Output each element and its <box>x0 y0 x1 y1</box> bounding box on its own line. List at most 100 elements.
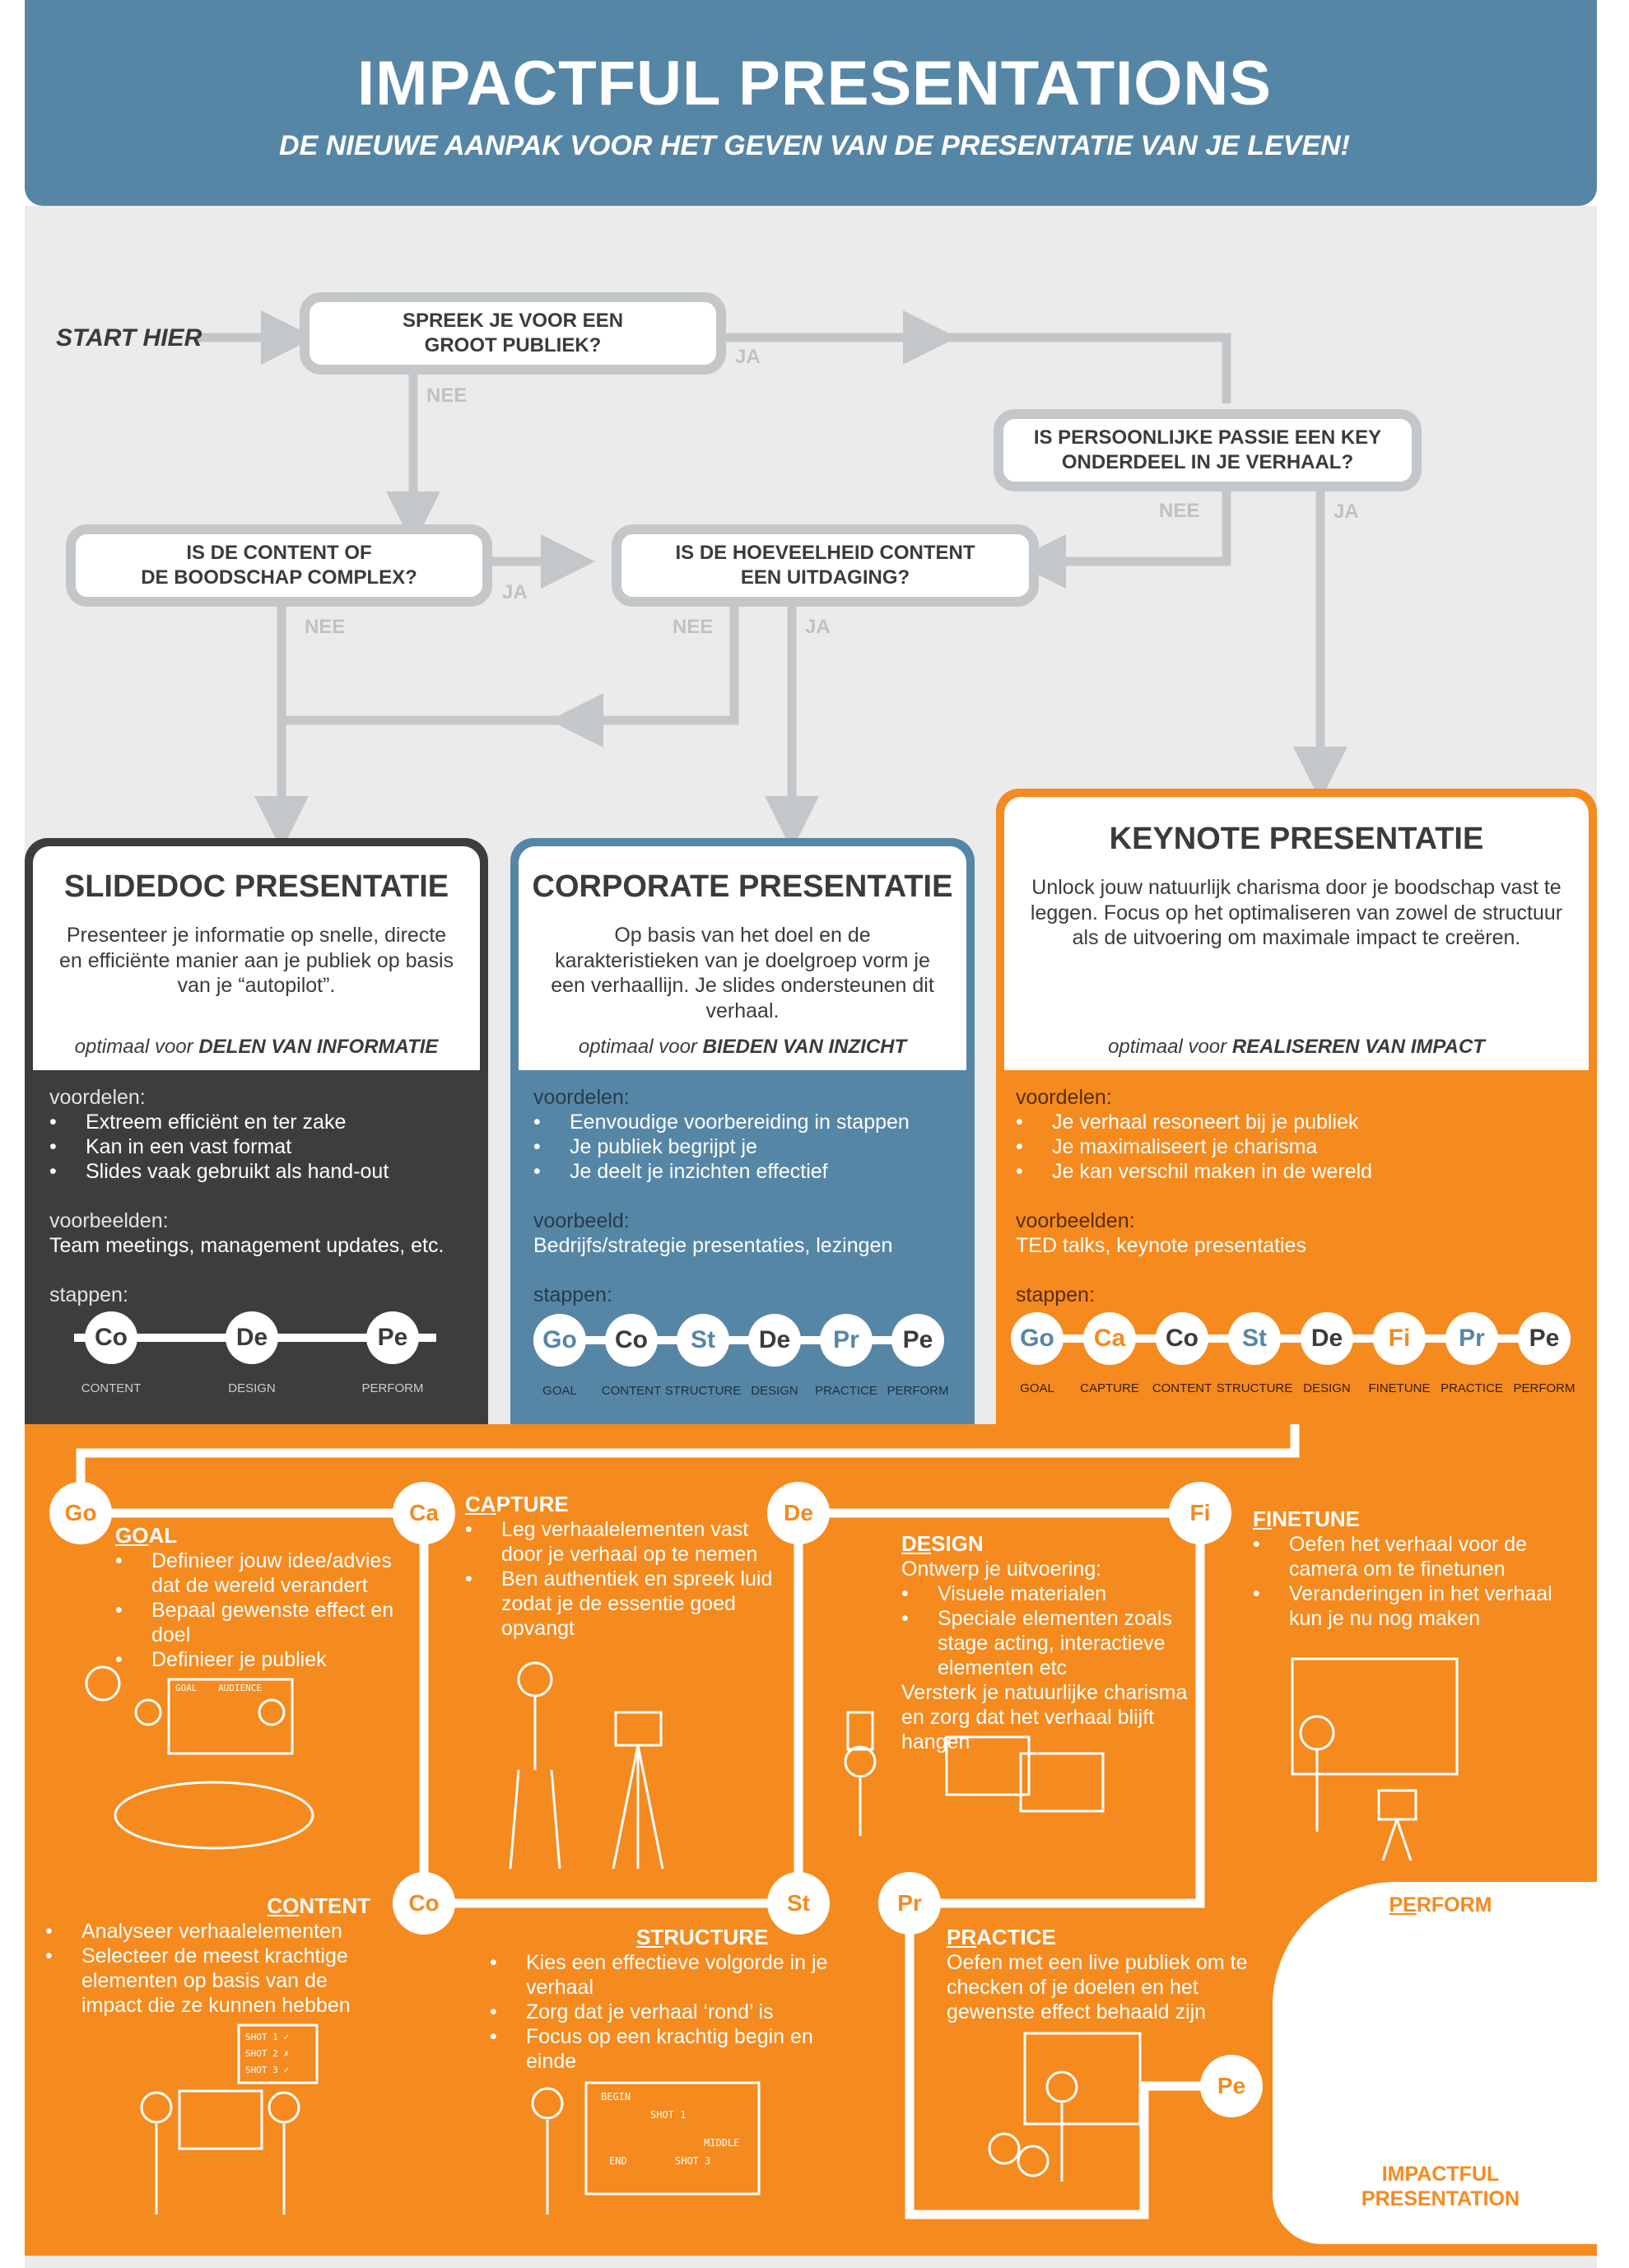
step-label: PERFORM <box>1513 1381 1575 1395</box>
list-item: Visuele materialen <box>901 1581 1189 1606</box>
corporate-steps-label: stappen: <box>533 1283 612 1306</box>
goal-board-audience: AUDIENCE <box>218 1683 262 1693</box>
content-shot-1: SHOT 1 ✓ <box>245 2032 289 2042</box>
list-item: Focus op een krachtig begin en einde <box>490 2024 835 2074</box>
capture-title: CAPTURE <box>465 1492 569 1516</box>
list-item: Je maximaliseert je charisma <box>1016 1134 1584 1159</box>
node-perform: Pe <box>1200 2055 1263 2117</box>
node-capture: Ca <box>393 1482 455 1544</box>
slidedoc-panel: SLIDEDOC PRESENTATIE Presenteer je infor… <box>25 838 488 1424</box>
corporate-examples-label: voorbeeld: <box>533 1209 630 1232</box>
list-item: Leg verhaalelementen vast door je verhaa… <box>465 1517 786 1567</box>
question-content-amount-text: IS DE HOEVEELHEID CONTENT EEN UITDAGING? <box>675 542 975 589</box>
node-goal: Go <box>49 1482 112 1544</box>
label-q1-yes: JA <box>735 346 761 368</box>
keynote-examples-label: voorbeelden: <box>1016 1209 1135 1232</box>
keynote-body: voordelen: Je verhaal resoneert bij je p… <box>1016 1085 1584 1307</box>
list-item: Je deelt je inzichten effectief <box>533 1159 961 1184</box>
content-shot-2: SHOT 2 ✗ <box>245 2048 289 2059</box>
label-q1-no: NEE <box>426 384 468 407</box>
step-finetune: Fi <box>1373 1312 1426 1365</box>
step-label: CAPTURE <box>1080 1381 1139 1395</box>
step-design: De <box>226 1311 278 1364</box>
arrow-q2-no <box>1012 491 1231 589</box>
keynote-advantages-label: voordelen: <box>1016 1086 1112 1109</box>
question-content-amount: IS DE HOEVEELHEID CONTENT EEN UITDAGING? <box>612 524 1039 607</box>
step-label: FINETUNE <box>1368 1381 1431 1395</box>
step-label: DESIGN <box>228 1381 276 1395</box>
slidedoc-optimal: optimaal voor DELEN VAN INFORMATIE <box>74 1036 439 1058</box>
structure-board-shot-1: SHOT 1 <box>650 2109 687 2121</box>
content-shot-3: SHOT 3 ✓ <box>245 2065 289 2075</box>
step-perform: Pe <box>366 1311 419 1364</box>
question-complex-content-text: IS DE CONTENT OF DE BOODSCHAP COMPLEX? <box>141 542 417 589</box>
question-complex-content: IS DE CONTENT OF DE BOODSCHAP COMPLEX? <box>66 524 492 607</box>
sketch-capture <box>509 1661 664 1870</box>
keynote-steps-label: stappen: <box>1016 1283 1095 1306</box>
question-personal-passion-text: IS PERSOONLIJKE PASSIE EEN KEY ONDERDEEL… <box>1033 426 1382 473</box>
practice-block: PRACTICE Oefen met een live publiek om t… <box>947 1925 1259 2024</box>
step-label: PRACTICE <box>1441 1381 1503 1395</box>
design-intro: Ontwerp je uitvoering: <box>901 1558 1102 1581</box>
content-title: CONTENT <box>267 1893 370 1918</box>
question-large-audience-text: SPREEK JE VOOR EEN GROOT PUBLIEK? <box>402 310 624 356</box>
goal-title: GOAL <box>115 1523 178 1548</box>
label-q4-yes: JA <box>805 616 831 638</box>
header-banner <box>25 0 1597 206</box>
node-content: Co <box>393 1872 455 1935</box>
step-practice: Pr <box>1445 1312 1498 1365</box>
list-item: Extreem efficiënt en ter zake <box>49 1110 477 1134</box>
keynote-header: KEYNOTE PRESENTATIE Unlock jouw natuurli… <box>1004 797 1589 1070</box>
arrow-q1-yes <box>724 333 1231 403</box>
slidedoc-body: voordelen: Extreem efficiënt en ter zake… <box>49 1085 477 1307</box>
slidedoc-examples-label: voorbeelden: <box>49 1209 169 1232</box>
goal-list: Definieer jouw idee/advies dat de wereld… <box>115 1548 420 1672</box>
node-design: De <box>767 1482 830 1544</box>
list-item: Analyseer verhaalelementen <box>45 1919 383 1944</box>
list-item: Slides vaak gebruikt als hand-out <box>49 1159 477 1184</box>
sketch-practice <box>988 2032 1142 2182</box>
keynote-title: KEYNOTE PRESENTATIE <box>1109 822 1484 856</box>
page-subtitle: DE NIEUWE AANPAK VOOR HET GEVEN VAN DE P… <box>279 130 1350 161</box>
structure-board-begin: BEGIN <box>601 2091 631 2103</box>
step-structure: St <box>677 1314 729 1367</box>
flow-arrows <box>196 310 1347 850</box>
step-label: PRACTICE <box>815 1384 877 1398</box>
step-label: DESIGN <box>751 1384 798 1398</box>
label-q4-no: NEE <box>673 616 714 638</box>
step-design: De <box>1301 1312 1353 1365</box>
goal-block: GOAL Definieer jouw idee/advies dat de w… <box>115 1523 420 1672</box>
slidedoc-examples: Team meetings, management updates, etc. <box>49 1234 444 1257</box>
keynote-examples: TED talks, keynote presentaties <box>1016 1234 1306 1257</box>
perform-box <box>1273 1882 1597 2244</box>
step-label: STRUCTURE <box>1216 1381 1293 1395</box>
corporate-steps-line <box>547 1336 934 1344</box>
slidedoc-advantages-label: voordelen: <box>49 1086 146 1109</box>
step-goal: Go <box>1011 1312 1064 1365</box>
step-practice: Pr <box>820 1314 873 1367</box>
step-label: GOAL <box>1020 1381 1054 1395</box>
slidedoc-title: SLIDEDOC PRESENTATIE <box>63 869 449 904</box>
list-item: Speciale elementen zoals stage acting, i… <box>901 1606 1189 1680</box>
perform-title: PERFORM <box>1389 1893 1492 1916</box>
list-item: Kies een effectieve volgorde in je verha… <box>490 1950 835 2000</box>
corporate-body: voordelen: Eenvoudige voorbereiding in s… <box>533 1085 961 1307</box>
practice-title: PRACTICE <box>947 1925 1056 1949</box>
label-q2-yes: JA <box>1333 501 1359 523</box>
structure-board-end: END <box>609 2155 627 2167</box>
sketch-content <box>140 2024 319 2214</box>
capture-list: Leg verhaalelementen vast door je verhaa… <box>465 1517 786 1641</box>
list-item: Eenvoudige voorbereiding in stappen <box>533 1110 961 1134</box>
structure-board-middle: MIDDLE <box>704 2137 740 2149</box>
corporate-advantages-label: voordelen: <box>533 1086 630 1109</box>
footer-strip <box>25 2256 1597 2268</box>
capture-block: CAPTURE Leg verhaalelementen vast door j… <box>465 1492 786 1641</box>
content-list: Analyseer verhaalelementen Selecteer de … <box>45 1919 383 2018</box>
step-structure: St <box>1228 1312 1281 1365</box>
label-q3-yes: JA <box>502 581 528 603</box>
node-practice: Pr <box>878 1872 941 1935</box>
keynote-description: Unlock jouw natuurlijk charisma door je … <box>1030 876 1563 949</box>
step-perform: Pe <box>891 1314 944 1367</box>
slidedoc-header: SLIDEDOC PRESENTATIE Presenteer je infor… <box>33 846 480 1070</box>
step-capture: Ca <box>1083 1312 1136 1365</box>
